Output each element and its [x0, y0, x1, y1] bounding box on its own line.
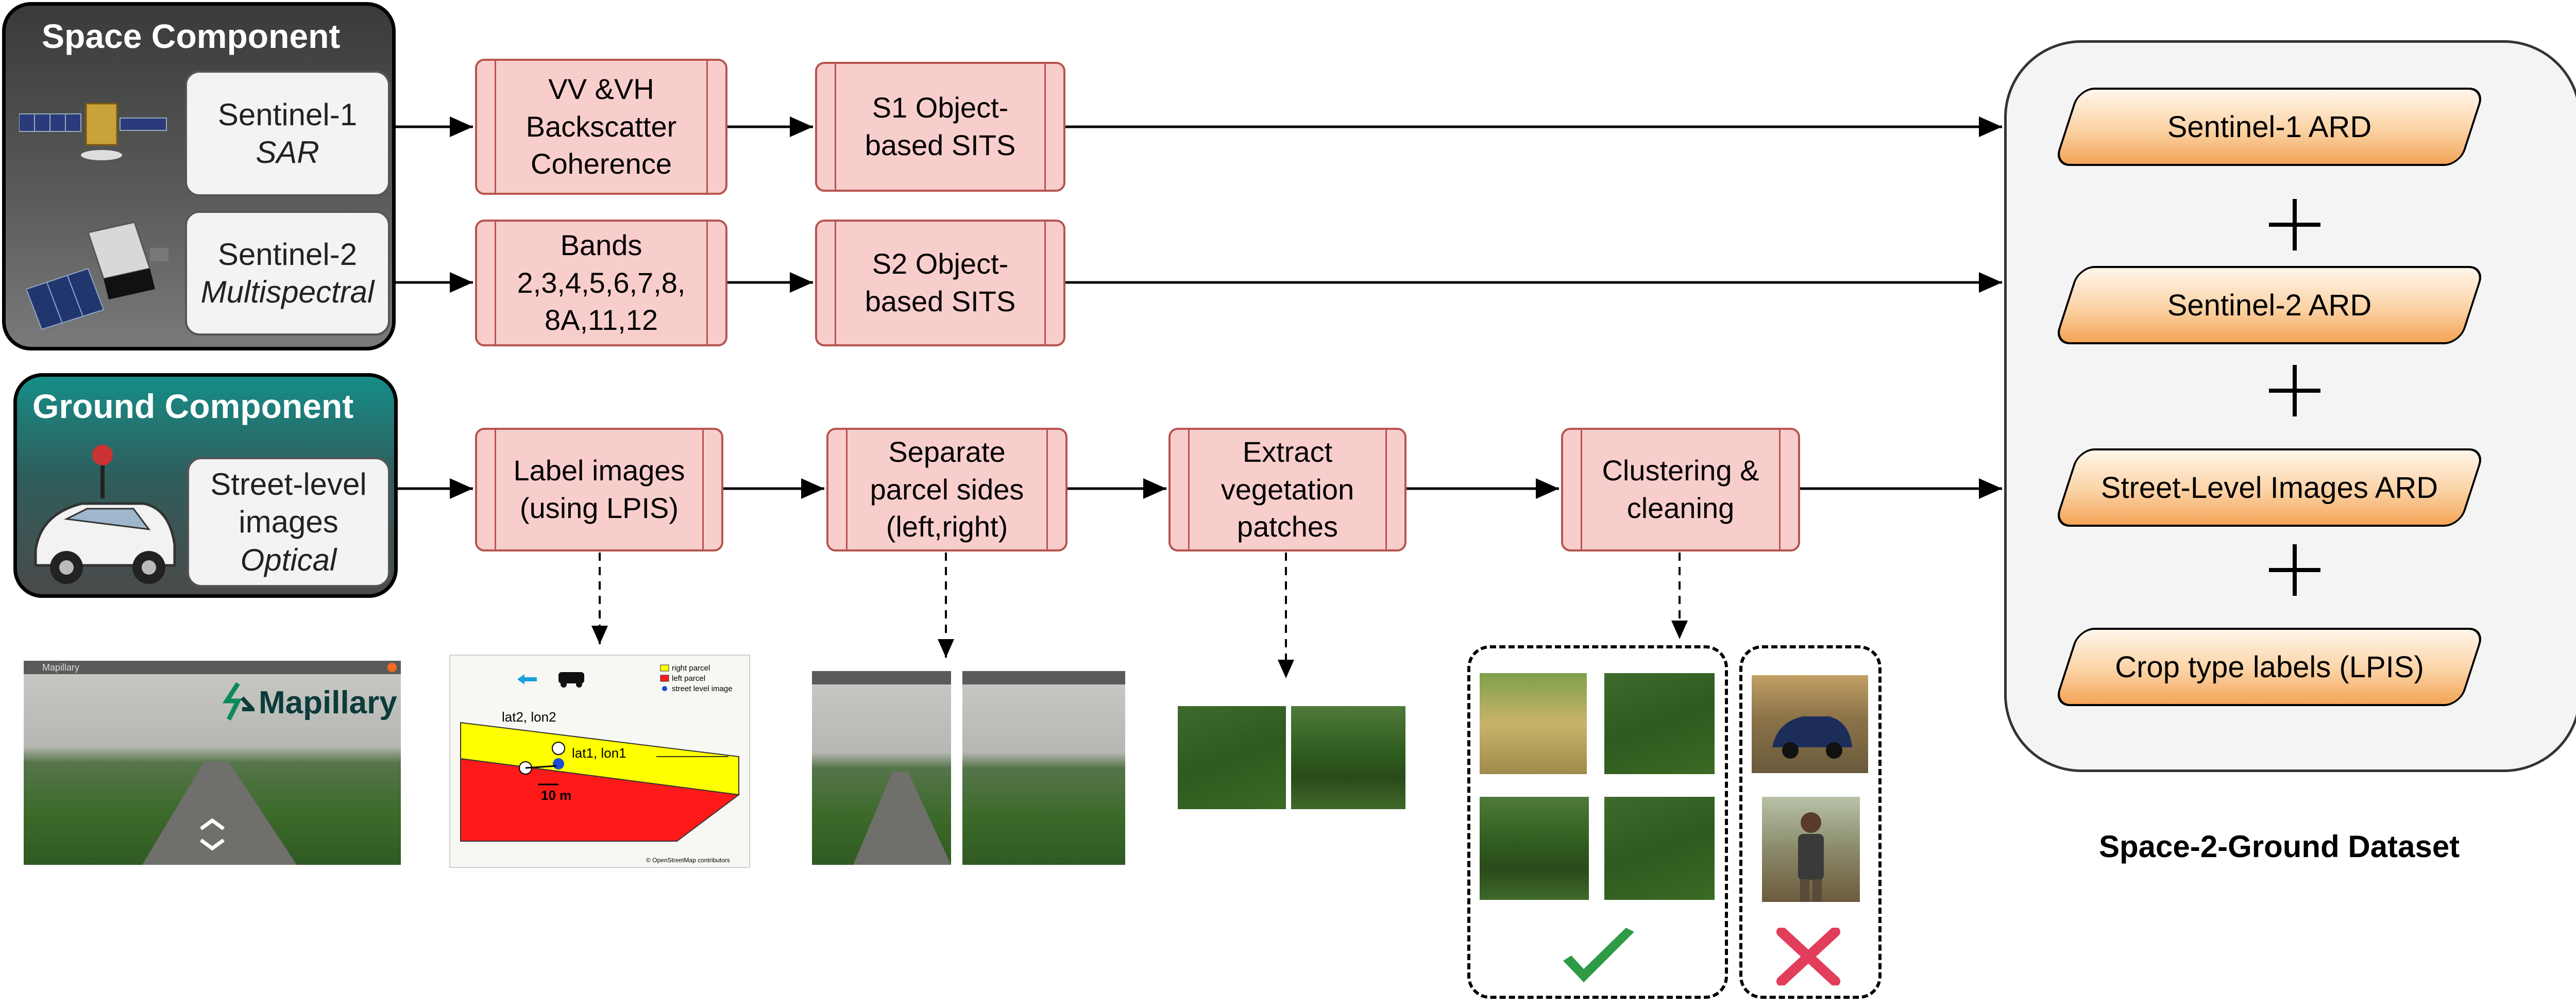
ard-street-level: Street-Level Images ARD: [2053, 448, 2486, 527]
plus-icon: [2269, 365, 2320, 416]
process-s2-bands-line3: 8A,11,12: [544, 304, 658, 337]
lpis-label-point: lat1, lon1: [572, 745, 626, 761]
process-s2-sits: S2 Object- based SITS: [815, 220, 1065, 346]
ground-component-panel: Ground Component Street-level images Opt…: [13, 373, 398, 598]
car-shape: [1772, 716, 1852, 759]
process-clustering-line1: Clustering &: [1602, 454, 1759, 487]
space-component-title: Space Component: [42, 17, 341, 55]
left-side-photo: [812, 671, 951, 865]
process-s2-sits-line1: S2 Object-: [872, 247, 1009, 280]
vegetation-patch-left: [1178, 706, 1286, 809]
person-shape: [1798, 812, 1824, 902]
sentinel-2-source: Sentinel-2 Multispectral: [185, 211, 390, 336]
chevron-icons: [199, 818, 225, 851]
mapillary-logo-text: Mapillary: [259, 685, 397, 721]
process-s1-features-line2: Backscatter: [526, 110, 677, 143]
street-level-type: Optical: [240, 542, 337, 577]
photo-top-bar: [962, 671, 1125, 684]
lpis-label-top: lat2, lon2: [502, 709, 556, 725]
lpis-legend-street-image: street level image: [672, 684, 733, 693]
right-side-photo: [962, 671, 1125, 865]
rejected-patch-person: [1762, 797, 1860, 902]
lpis-legend-right-parcel: right parcel: [672, 664, 710, 673]
space-component-panel: Space Component Sentinel-1 SAR Sentinel-…: [2, 2, 396, 350]
sentinel-1-source: Sentinel-1 SAR: [185, 71, 390, 196]
sentinel-2-name: Sentinel-2: [217, 237, 358, 272]
accepted-patches-group: [1467, 645, 1728, 999]
street-level-name-line1: Street-level: [210, 467, 367, 502]
photo-top-bar: [812, 671, 951, 684]
process-extract-patches-line2: vegetation: [1221, 473, 1354, 506]
accepted-patch-3: [1480, 797, 1589, 900]
street-level-name-line2: images: [239, 505, 338, 540]
sentinel-1-type: SAR: [256, 135, 319, 170]
ard-sentinel-2-label: Sentinel-2 ARD: [2167, 288, 2372, 322]
accepted-patch-4: [1604, 797, 1715, 900]
process-s2-bands-line1: Bands: [560, 228, 642, 261]
process-separate-sides-line3: (left,right): [886, 510, 1008, 543]
process-s2-bands-line2: 2,3,4,5,6,7,8,: [517, 266, 686, 299]
accepted-patch-2: [1604, 673, 1715, 774]
ard-crop-labels: Crop type labels (LPIS): [2053, 628, 2486, 706]
sentinel-2-satellite-icon: [26, 221, 168, 330]
process-extract-patches: Extract vegetation patches: [1168, 428, 1406, 551]
sentinel-1-satellite-icon: [19, 103, 167, 160]
rejected-patches-group: [1739, 645, 1882, 999]
vegetation-patch-right: [1291, 706, 1405, 809]
process-s2-sits-line2: based SITS: [865, 285, 1016, 317]
process-label-images-line1: Label images: [513, 454, 685, 487]
ard-sentinel-1-label: Sentinel-1 ARD: [2167, 110, 2372, 144]
street-level-source: Street-level images Optical: [187, 457, 390, 587]
process-extract-patches-line1: Extract: [1242, 435, 1333, 468]
cross-icon: [1776, 928, 1840, 985]
ard-street-level-label: Street-Level Images ARD: [2100, 471, 2438, 505]
ard-crop-labels-label: Crop type labels (LPIS): [2115, 650, 2424, 684]
street-view-car-icon: [34, 445, 176, 584]
ard-sentinel-2: Sentinel-2 ARD: [2053, 266, 2486, 344]
accepted-patch-1: [1480, 673, 1587, 774]
rejected-patch-car: [1752, 675, 1868, 773]
mapillary-top-bar: Mapillary: [24, 661, 401, 674]
dataset-title: Space-2-Ground Dataset: [2099, 829, 2460, 864]
process-separate-sides: Separate parcel sides (left,right): [826, 428, 1067, 551]
ground-component-title: Ground Component: [32, 387, 354, 425]
process-clustering: Clustering & cleaning: [1561, 428, 1800, 551]
process-extract-patches-line3: patches: [1236, 510, 1338, 543]
lpis-labelling-diagram: lat2, lon2 lat1, lon1 10 m right parcel …: [449, 655, 750, 868]
plus-icon: [2269, 544, 2320, 596]
process-label-images: Label images (using LPIS): [475, 428, 723, 551]
process-s2-bands: Bands 2,3,4,5,6,7,8, 8A,11,12: [475, 220, 727, 346]
process-s1-features-line1: VV &VH: [548, 72, 654, 105]
process-s1-features-line3: Coherence: [531, 147, 672, 180]
ard-sentinel-1: Sentinel-1 ARD: [2053, 88, 2486, 166]
road-shape: [853, 772, 951, 865]
lpis-distance: 10 m: [541, 788, 572, 803]
mapillary-logo-icon: [222, 682, 255, 721]
process-separate-sides-line1: Separate: [888, 435, 1006, 468]
process-label-images-line2: (using LPIS): [519, 492, 679, 524]
mapillary-bar-text: Mapillary: [42, 662, 80, 673]
sentinel-1-name: Sentinel-1: [217, 97, 358, 132]
process-s1-sits: S1 Object- based SITS: [815, 62, 1065, 192]
process-s1-sits-line1: S1 Object-: [872, 91, 1009, 124]
check-icon: [1563, 928, 1634, 982]
process-s1-sits-line2: based SITS: [865, 129, 1016, 161]
process-clustering-line2: cleaning: [1626, 492, 1735, 524]
mapillary-screenshot: Mapillary Mapillary: [24, 661, 401, 865]
plus-icon: [2269, 199, 2320, 250]
close-icon: [387, 663, 397, 672]
sentinel-2-type: Multispectral: [200, 275, 375, 309]
parcel-diagram: [460, 664, 740, 842]
process-s1-features: VV &VH Backscatter Coherence: [475, 59, 727, 195]
lpis-legend-left-parcel: left parcel: [672, 674, 706, 683]
process-separate-sides-line2: parcel sides: [870, 473, 1024, 506]
lpis-footer: © OpenStreetMap contributors: [646, 857, 730, 864]
